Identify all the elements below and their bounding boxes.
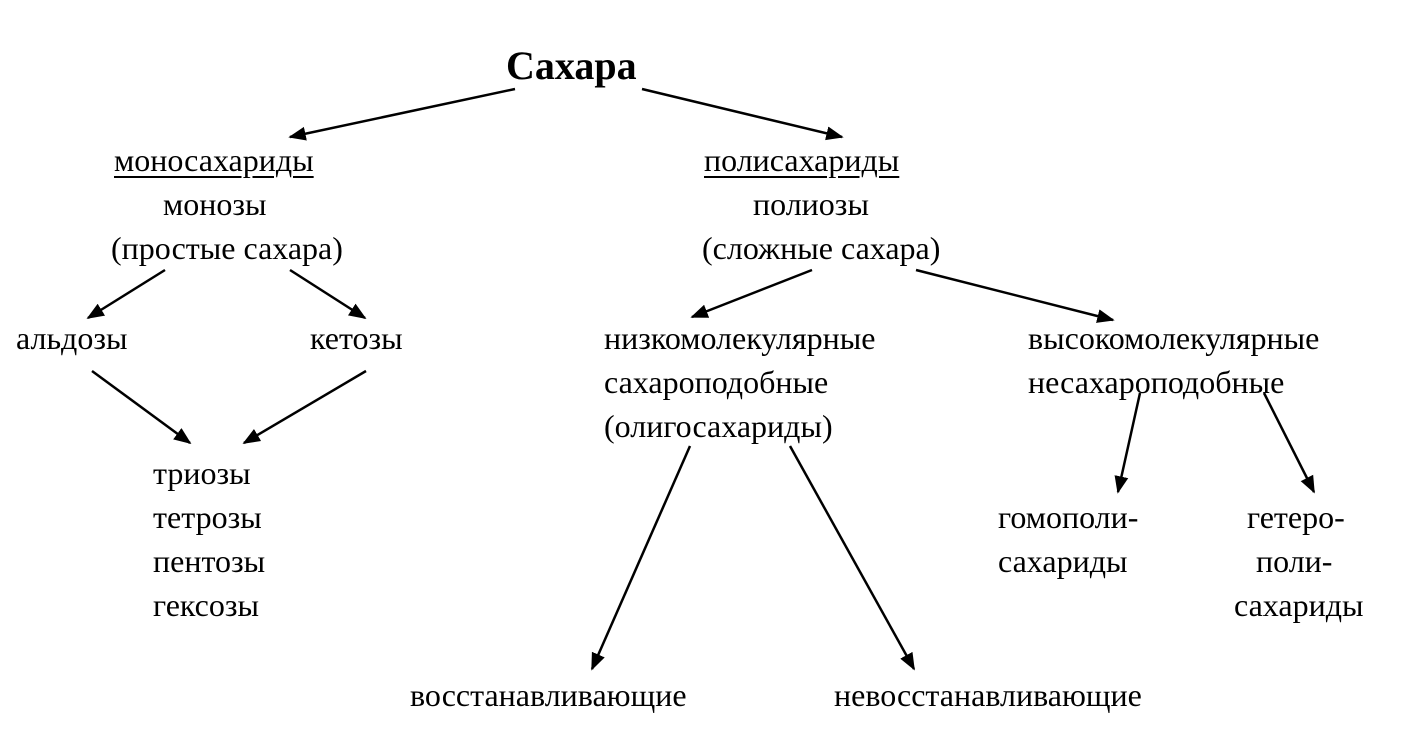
homo-line-1: гомополи- bbox=[998, 499, 1139, 535]
mono-alt-name: монозы bbox=[163, 186, 267, 222]
subtype-tetroses: тетрозы bbox=[153, 499, 262, 535]
arrow-high-to-homo bbox=[1114, 392, 1142, 494]
arrow-poly-to-low bbox=[690, 268, 813, 319]
subtype-hexoses: гексозы bbox=[153, 587, 259, 623]
subtype-pentoses: пентозы bbox=[153, 543, 266, 579]
arrow-aldoses-to-subtypes bbox=[91, 369, 192, 445]
arrow-mono-to-ketoses bbox=[289, 268, 367, 320]
poly-alt-name: полиозы bbox=[753, 186, 869, 222]
arrow-ketoses-to-subtypes bbox=[242, 369, 367, 445]
high-molecular-line-2: несахароподобные bbox=[1028, 364, 1285, 400]
root-title: Сахара bbox=[506, 43, 637, 88]
arrow-low-to-nonreducing bbox=[788, 445, 916, 671]
hetero-line-2: поли- bbox=[1256, 543, 1333, 579]
arrow-low-to-reducing bbox=[590, 445, 692, 671]
aldoses-label: альдозы bbox=[16, 320, 128, 356]
arrow-root-to-mono bbox=[288, 87, 516, 141]
mono-description: (простые сахара) bbox=[111, 230, 343, 266]
ketoses-label: кетозы bbox=[310, 320, 403, 356]
subtype-trioses: триозы bbox=[153, 455, 251, 491]
low-molecular-line-2: сахароподобные bbox=[604, 364, 829, 400]
arrow-high-to-hetero bbox=[1262, 392, 1316, 494]
reducing-label: восстанавливающие bbox=[410, 677, 687, 713]
low-molecular-line-1: низкомолекулярные bbox=[604, 320, 876, 356]
arrow-poly-to-high bbox=[915, 268, 1115, 323]
high-molecular-line-1: высокомолекулярные bbox=[1028, 320, 1320, 356]
mono-heading: моносахариды bbox=[114, 142, 314, 178]
poly-description: (сложные сахара) bbox=[702, 230, 941, 266]
hetero-line-1: гетеро- bbox=[1247, 499, 1345, 535]
hetero-line-3: сахариды bbox=[1234, 587, 1364, 623]
low-molecular-line-3: (олигосахариды) bbox=[604, 408, 833, 444]
homo-line-2: сахариды bbox=[998, 543, 1128, 579]
arrow-root-to-poly bbox=[641, 87, 844, 141]
nonreducing-label: невосстанавливающие bbox=[834, 677, 1142, 713]
arrow-mono-to-aldoses bbox=[86, 268, 166, 320]
poly-heading: полисахариды bbox=[704, 142, 900, 178]
